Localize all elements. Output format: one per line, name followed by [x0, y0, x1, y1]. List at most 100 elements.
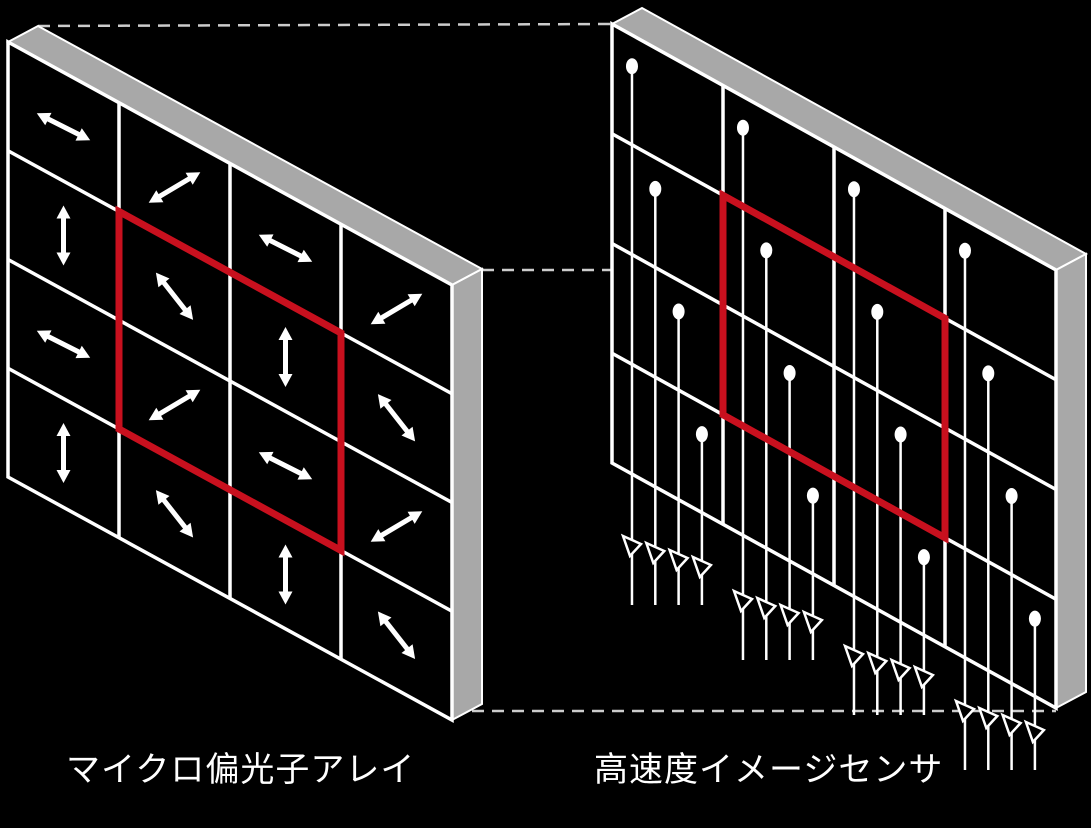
sensor-pixel-node-c3-3 — [1028, 610, 1041, 627]
sensor-buffer-c1-1 — [755, 595, 778, 621]
sensor-pixel-node-c3-1 — [982, 365, 995, 382]
polarizer-arrow-r2-c0-shaft — [41, 331, 86, 357]
image-sensor-label: 高速度イメージセンサ — [594, 750, 944, 790]
sensor-buffer-c3-2 — [1000, 712, 1023, 738]
sensor-readout-c0-2 — [667, 303, 690, 605]
polarizer-arrow-r1-c0-head-1 — [56, 205, 71, 219]
polarizer-arrow-r1-c0-head-0 — [56, 252, 71, 266]
sensor-readout-c2-1 — [866, 303, 889, 715]
polarizer-arrow-r2-c1-head-0 — [185, 389, 201, 403]
sensor-pixel-node-c1-3 — [806, 487, 819, 504]
polarizer-arrow-r0-c3-head-1 — [370, 311, 386, 325]
polarizer-arrow-r0-c2 — [258, 234, 313, 263]
sensor-side-edge — [1055, 252, 1087, 710]
polarizer-arrow-r1-c1 — [155, 272, 194, 320]
polarizer-arrow-r2-c1-head-1 — [148, 407, 164, 421]
sensor-grid-row-2 — [611, 241, 1057, 492]
polarizer-arrow-r0-c1-head-0 — [185, 172, 201, 185]
sensor-buffer-c1-3 — [801, 609, 824, 635]
sensor-pixel-node-c1-0 — [736, 119, 749, 136]
sensor-pixel-node-c0-3 — [695, 426, 708, 443]
sensor-pixel-node-c0-2 — [672, 303, 685, 320]
sensor-readout-c0-3 — [690, 426, 713, 605]
micro-polarizer-array-label: マイクロ偏光子アレイ — [66, 750, 416, 790]
sensor-pixel-node-c0-1 — [649, 180, 662, 197]
sensor-buffer-c0-1 — [644, 540, 667, 566]
sensor-readout-c1-3 — [801, 487, 824, 660]
micro-polarizer-array — [5, 24, 485, 723]
polarizer-arrow-r2-c1 — [148, 389, 201, 421]
polarizer-arrow-r2-c2 — [258, 451, 313, 480]
sensor-pixel-node-c1-1 — [760, 242, 773, 259]
polarizer-arrow-r3-c3-shaft — [380, 615, 413, 656]
sensor-pixel-node-c1-2 — [783, 365, 796, 382]
polarizer-arrow-r1-c2-head-0 — [278, 374, 293, 387]
polarizer-arrow-r1-c3 — [377, 394, 416, 442]
polarizer-arrow-r0-c1 — [148, 172, 201, 203]
sensor-pixel-node-c3-0 — [958, 242, 971, 259]
sensor-readout-c2-2 — [889, 426, 912, 715]
polarizer-arrow-r3-c1-head-1 — [155, 490, 170, 505]
sensor-pixel-node-c2-3 — [917, 549, 930, 566]
sensor-readout-c2-0 — [842, 181, 866, 715]
sensor-buffer-c1-0 — [731, 588, 755, 614]
polarizer-arrow-r0-c1-shaft — [153, 173, 196, 202]
polarizer-arrow-r0-c3-shaft — [375, 295, 418, 323]
polarizer-arrow-r0-c3-head-0 — [407, 293, 423, 307]
polarizer-arrow-r1-c1-head-0 — [179, 305, 194, 320]
sensor-buffer-c0-3 — [690, 554, 713, 580]
polarizer-arrow-r2-c3-head-0 — [407, 511, 423, 524]
sensor-buffer-c2-3 — [912, 664, 935, 690]
sensor-highlight-box — [719, 189, 949, 544]
sensor-readout-c3-0 — [953, 242, 977, 770]
polarizer-arrow-r0-c0-shaft — [41, 114, 86, 140]
polarizer-arrow-r3-c3 — [377, 611, 416, 659]
polarizer-arrow-r1-c1-shaft — [158, 276, 191, 317]
polarizer-arrow-r0-c0 — [36, 112, 91, 141]
sensor-buffer-c1-2 — [778, 602, 801, 628]
polarizer-arrow-r0-c0-head-0 — [75, 128, 91, 141]
sensor-buffer-c2-0 — [842, 643, 866, 669]
polarizer-arrow-r3-c2 — [278, 544, 293, 605]
polarizer-arrow-r2-c2-shaft — [263, 453, 308, 479]
sensor-readout-c2-3 — [912, 549, 935, 715]
polarizer-arrow-r1-c1-head-1 — [155, 272, 170, 288]
polarizer-arrow-r0-c2-shaft — [263, 235, 308, 261]
polarizer-arrow-r1-c3-head-0 — [401, 426, 416, 442]
polarizer-arrow-r3-c2-head-0 — [278, 591, 293, 605]
sensor-pixel-node-c2-0 — [847, 181, 860, 198]
sensor-buffer-c3-1 — [977, 705, 1000, 731]
polarizer-arrow-r1-c0 — [56, 205, 71, 266]
polarizer-arrow-r3-c3-head-0 — [401, 644, 416, 659]
polarizer-arrow-r2-c2-head-1 — [258, 451, 274, 465]
sensor-buffer-c0-2 — [667, 547, 690, 573]
polarizer-arrow-r1-c2-head-1 — [278, 327, 293, 340]
polarizer-arrow-r3-c1 — [155, 490, 194, 538]
high-speed-image-sensor — [609, 6, 1089, 770]
sensor-buffer-c3-3 — [1023, 719, 1046, 745]
sensor-readout-c3-1 — [977, 365, 1000, 770]
polarizer-arrow-r3-c1-shaft — [158, 493, 191, 534]
polarizer-arrow-r0-c2-head-1 — [258, 234, 274, 247]
sensor-buffer-c0-0 — [620, 533, 644, 559]
polarizer-arrow-r2-c0-head-1 — [36, 330, 52, 343]
sensor-buffer-c2-2 — [889, 657, 912, 683]
polarizer-arrow-r1-c3-head-1 — [377, 394, 392, 409]
polarizer-arrow-r1-c3-shaft — [380, 397, 413, 438]
polarizer-arrow-r3-c3-head-1 — [377, 611, 392, 627]
polarizer-arrow-r2-c1-shaft — [153, 391, 196, 419]
dashed-line-0 — [37, 22, 613, 28]
polarizer-arrow-r3-c2-head-1 — [278, 544, 293, 558]
sensor-readout-c0-1 — [644, 180, 667, 605]
sensor-pixel-node-c3-2 — [1005, 488, 1018, 505]
sensor-readout-c3-2 — [1000, 488, 1023, 770]
polarizer-grid-row-2 — [7, 257, 453, 505]
sensor-buffer-c3-0 — [953, 698, 977, 724]
polarizer-arrow-r0-c0-head-1 — [36, 112, 52, 126]
sensor-pixel-node-c2-2 — [894, 426, 907, 443]
sensor-readout-c0-0 — [620, 58, 644, 605]
sensor-pixel-node-c2-1 — [871, 303, 884, 320]
polarizer-arrow-r0-c1-head-1 — [148, 190, 164, 203]
polarizer-arrow-r2-c0 — [36, 330, 91, 359]
